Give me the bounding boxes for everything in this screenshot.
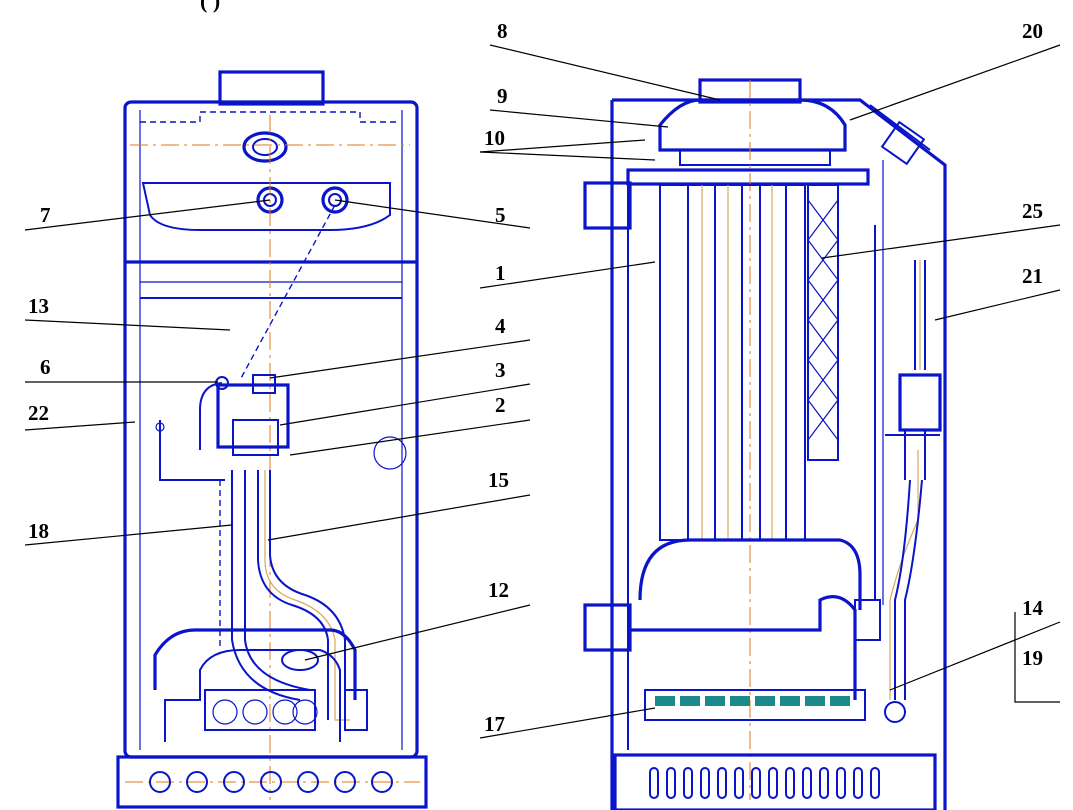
burner bbox=[644, 689, 866, 721]
front-chamber bbox=[153, 628, 357, 700]
heat-exchanger bbox=[659, 184, 806, 541]
section-firebox bbox=[638, 538, 862, 610]
front-view bbox=[116, 70, 428, 809]
front-base bbox=[116, 755, 428, 809]
section-casing bbox=[612, 98, 947, 810]
callout-25: 25 bbox=[1022, 199, 1043, 223]
callout-3: 3 bbox=[495, 358, 506, 382]
section-upper-stub bbox=[583, 181, 632, 230]
turbulator bbox=[807, 184, 839, 461]
leader-lines bbox=[24, 44, 1061, 739]
callout-15: 15 bbox=[488, 468, 509, 492]
callout-8: 8 bbox=[497, 19, 508, 43]
front-knob-5 bbox=[321, 186, 349, 214]
front-gas-pipe bbox=[264, 470, 350, 721]
section-base-slots bbox=[649, 767, 880, 799]
callout-1: 1 bbox=[495, 261, 506, 285]
section-base bbox=[613, 753, 937, 810]
callout-17: 17 bbox=[484, 712, 505, 736]
callout-4: 4 bbox=[495, 314, 506, 338]
section-gas-valve bbox=[898, 373, 942, 432]
callout-22: 22 bbox=[28, 401, 49, 425]
front-casing bbox=[123, 100, 419, 759]
callout-5: 5 bbox=[495, 203, 506, 227]
callout-2: 2 bbox=[495, 393, 506, 417]
front-flue-nozzle bbox=[218, 70, 325, 106]
callout-21: 21 bbox=[1022, 264, 1043, 288]
callout-12: 12 bbox=[488, 578, 509, 602]
callout-10: 10 bbox=[484, 126, 505, 150]
burner-flames bbox=[655, 696, 850, 706]
section-lower-stub bbox=[583, 603, 632, 652]
front-gauge-top bbox=[242, 131, 288, 163]
callout-18: 18 bbox=[28, 519, 49, 543]
callout-13: 13 bbox=[28, 294, 49, 318]
callout-labels: 7 13 6 22 18 5 4 3 2 15 12 8 9 10 1 17 2… bbox=[28, 19, 1044, 736]
clipped-caption: ( ) bbox=[200, 0, 220, 13]
section-view bbox=[583, 78, 947, 810]
callout-6: 6 bbox=[40, 355, 51, 379]
callout-20: 20 bbox=[1022, 19, 1043, 43]
callout-14: 14 bbox=[1022, 596, 1044, 620]
callout-19: 19 bbox=[1022, 646, 1043, 670]
front-base-holes bbox=[149, 771, 393, 793]
callout-9: 9 bbox=[497, 84, 508, 108]
callout-7: 7 bbox=[40, 203, 51, 227]
